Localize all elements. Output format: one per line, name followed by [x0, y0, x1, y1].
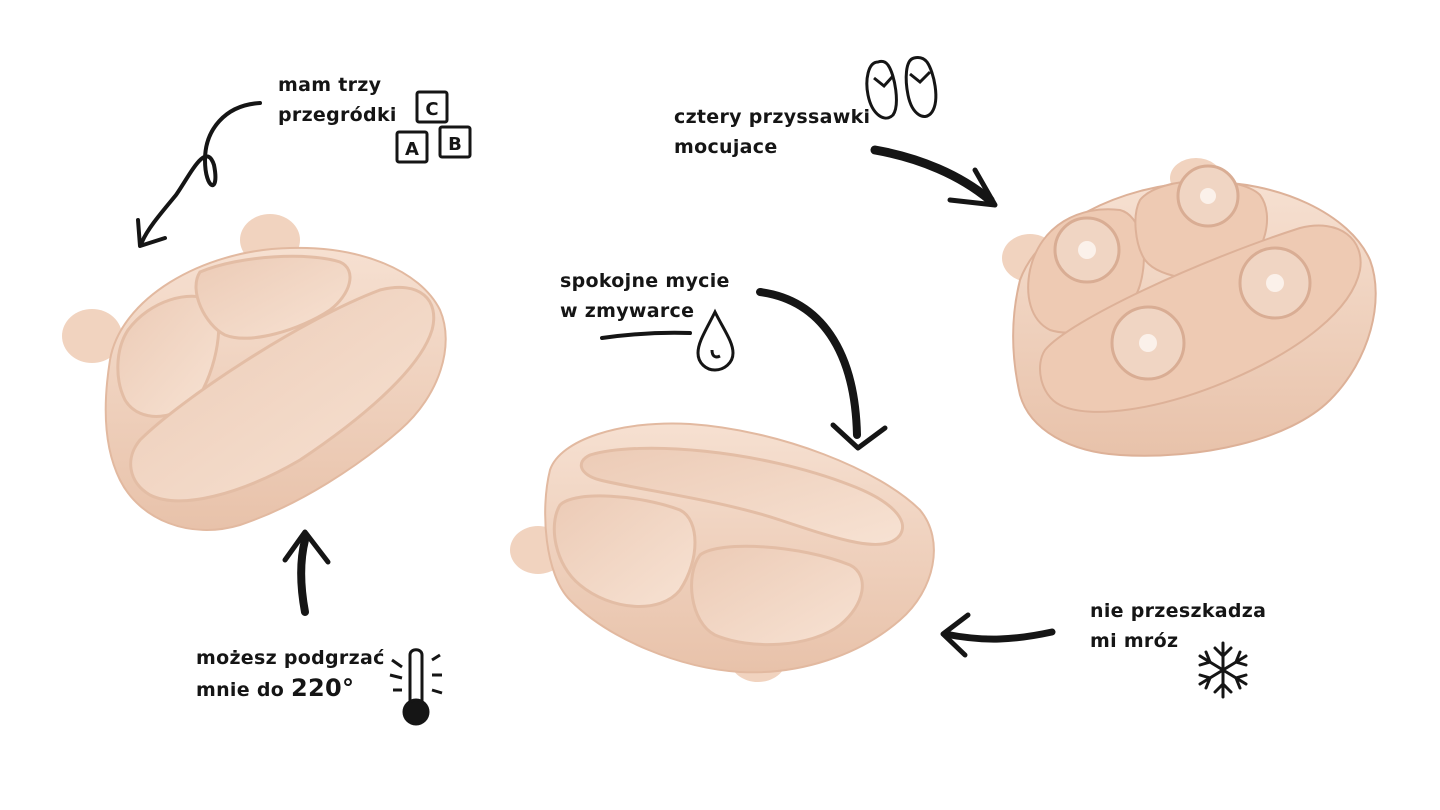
callout-suction-line2: mocujace: [674, 136, 778, 158]
plate-well-long-2: [579, 446, 904, 546]
arrow-icon: [940, 612, 971, 658]
plate-ear-left: [62, 309, 122, 363]
flip-flops-icon: [865, 56, 938, 120]
callout-frost-line2: mi mróz: [1090, 630, 1179, 652]
callout-compartments: mam trzy przegródki: [278, 70, 397, 130]
block-letter-a: A: [405, 139, 419, 160]
suction-cup-center: [1266, 274, 1284, 292]
callout-heat-line1: możesz podgrzać: [196, 647, 385, 669]
block-letter-b: B: [448, 134, 462, 155]
arrow-icon: [756, 288, 861, 439]
callout-dishwasher: spokojne mycie w zmywarce: [560, 266, 730, 326]
callout-dishwasher-line1: spokojne mycie: [560, 270, 730, 292]
plate-well-top: [194, 254, 352, 340]
callout-heat-prefix: mnie do: [196, 679, 292, 701]
callout-compartments-line2: przegródki: [278, 104, 397, 126]
arrow-icon: [136, 218, 167, 248]
callout-frost: nie przeszkadza mi mróz: [1090, 596, 1266, 656]
arrow-icon: [947, 167, 998, 208]
arrow-icon: [282, 529, 331, 565]
plate-well-long: [129, 285, 436, 503]
suction-cups: [1053, 164, 1312, 381]
callout-suction-line1: cztery przyssawki: [674, 106, 871, 128]
thermometer-icon: [389, 648, 443, 726]
water-drop-icon: [696, 308, 735, 372]
arrow-icon: [830, 422, 888, 451]
snowflake-icon: [1198, 641, 1248, 699]
block-letter-c: C: [425, 99, 438, 120]
arrow-icon: [870, 145, 995, 205]
callout-suction: cztery przyssawki mocujace: [674, 102, 870, 162]
callout-heat-line2: mnie do 220°: [196, 673, 385, 705]
plate-bottom-view: [1002, 158, 1377, 457]
plate-angled-view: [510, 422, 935, 682]
abc-blocks-icon: [395, 90, 472, 164]
suction-cup-center: [1200, 188, 1216, 204]
callout-heat: możesz podgrzać mnie do 220°: [196, 643, 385, 705]
plate-well-left-2: [552, 494, 697, 608]
callout-heat-temperature: 220°: [291, 674, 355, 702]
plate-top-view: [62, 214, 447, 531]
underline-stroke: [600, 330, 692, 340]
callout-compartments-line1: mam trzy: [278, 74, 382, 96]
suction-cup-center: [1139, 334, 1157, 352]
callout-dishwasher-line2: w zmywarce: [560, 300, 695, 322]
plate-well-right-2: [690, 544, 864, 647]
suction-cup-center: [1078, 241, 1096, 259]
arrow-icon: [941, 628, 1056, 643]
arrow-icon: [297, 536, 309, 616]
callout-frost-line1: nie przeszkadza: [1090, 600, 1267, 622]
arrow-icon: [140, 101, 262, 244]
